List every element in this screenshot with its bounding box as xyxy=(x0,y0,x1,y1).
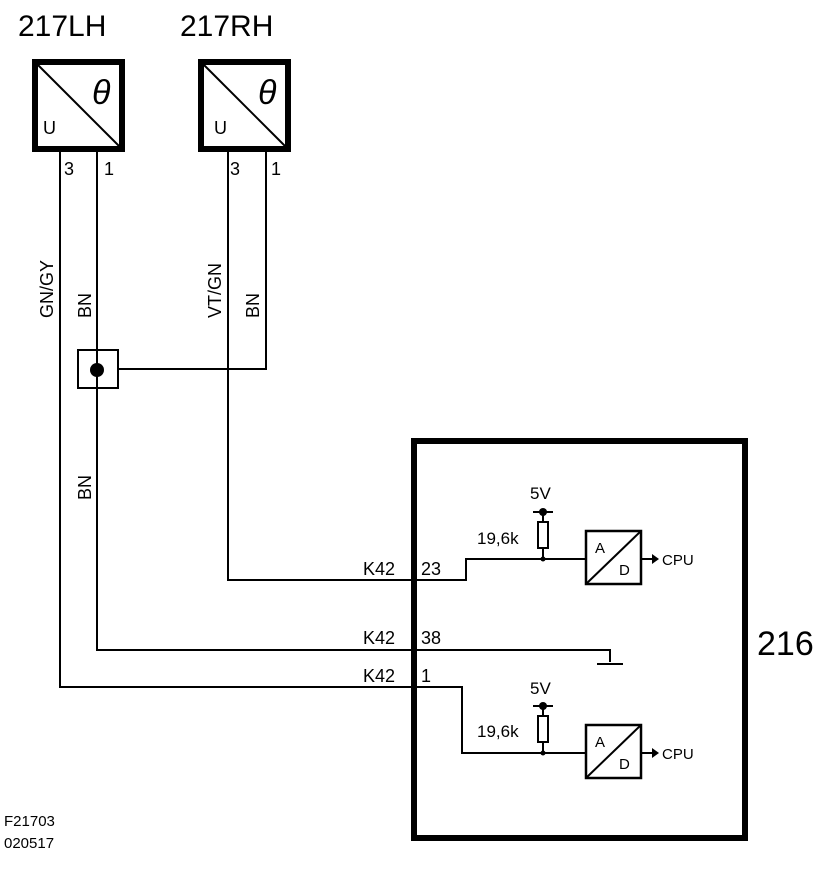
channel-2-adc-d: D xyxy=(619,756,630,773)
sensor-left-label: 217LH xyxy=(18,10,106,43)
sensor-right-u: U xyxy=(214,118,227,138)
channel-2-adc-a: A xyxy=(595,734,605,751)
splice-point xyxy=(77,349,119,389)
channel-1-resistor: 19,6k xyxy=(477,529,519,548)
pin-connector-k42-a: K42 xyxy=(363,559,395,579)
sensor-left-u: U xyxy=(43,118,56,138)
channel-1-adc-a: A xyxy=(595,540,605,557)
sensor-right-label: 217RH xyxy=(180,10,273,43)
channel-2-resistor: 19,6k xyxy=(477,722,519,741)
wire-label-vt-gn: VT/GN xyxy=(205,263,225,318)
pin-connector-k42-c: K42 xyxy=(363,666,395,686)
sensor-right-pin-3: 3 xyxy=(230,159,240,179)
wire-right-signal xyxy=(227,149,586,581)
channel-1: 5V 19,6k A D CPU xyxy=(477,484,694,586)
channel-1-supply: 5V xyxy=(530,484,551,503)
sensor-left-pin-1: 1 xyxy=(104,159,114,179)
sensor-right-theta: θ xyxy=(258,74,277,112)
wire-label-bn-common: BN xyxy=(75,475,95,500)
channel-1-adc-d: D xyxy=(619,562,630,579)
wire-label-bn-right: BN xyxy=(243,293,263,318)
channel-2-cpu: CPU xyxy=(662,746,694,763)
wire-label-bn-left: BN xyxy=(75,293,95,318)
pin-1: 1 xyxy=(421,666,431,686)
sensor-left-box xyxy=(32,59,125,152)
pin-23: 23 xyxy=(421,559,441,579)
figure-id: F21703 xyxy=(4,813,55,830)
wire-right-ground xyxy=(118,149,267,370)
wire-label-gn-gy: GN/GY xyxy=(37,260,57,318)
date-code: 020517 xyxy=(4,835,54,852)
sensor-left-theta: θ xyxy=(92,74,111,112)
sensor-left-pin-3: 3 xyxy=(64,159,74,179)
channel-1-cpu: CPU xyxy=(662,552,694,569)
pin-38: 38 xyxy=(421,628,441,648)
channel-2-supply: 5V xyxy=(530,679,551,698)
pin-connector-k42-b: K42 xyxy=(363,628,395,648)
channel-2: 5V 19,6k A D CPU xyxy=(477,679,694,780)
ecu-box xyxy=(411,438,748,841)
sensor-right-pin-1: 1 xyxy=(271,159,281,179)
ecu-label: 216 xyxy=(757,625,814,663)
wire-ground xyxy=(96,149,611,662)
wire-left-signal xyxy=(59,149,586,754)
sensor-right-box xyxy=(198,59,291,152)
